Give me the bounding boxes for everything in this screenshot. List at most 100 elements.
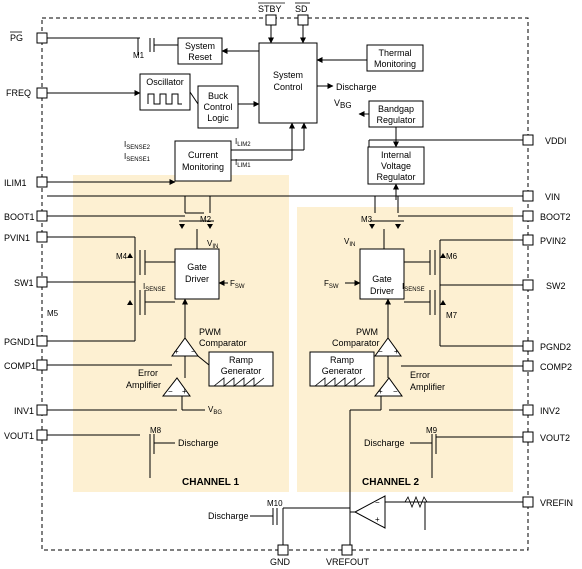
svg-text:Ramp: Ramp (229, 355, 253, 365)
svg-text:Current: Current (188, 150, 219, 160)
svg-text:−: − (375, 498, 380, 507)
svg-text:COMP1: COMP1 (4, 361, 36, 371)
svg-text:INV1: INV1 (14, 406, 34, 416)
svg-text:Logic: Logic (207, 113, 229, 123)
pin-inv1[interactable]: INV1 (14, 404, 48, 416)
svg-text:VOUT1: VOUT1 (4, 431, 34, 441)
svg-text:M3: M3 (361, 215, 373, 224)
m2-transistor: M2 (179, 196, 214, 249)
current-monitoring-block: Current Monitoring (174, 140, 232, 182)
pin-vout1[interactable]: VOUT1 (4, 429, 48, 441)
svg-text:Discharge: Discharge (364, 438, 405, 448)
svg-text:PVIN2: PVIN2 (540, 236, 566, 246)
pin-vrefout[interactable]: VREFOUT (326, 544, 370, 567)
pin-boot1[interactable]: BOOT1 (4, 210, 48, 222)
svg-text:M7: M7 (446, 311, 458, 320)
svg-text:M8: M8 (150, 426, 162, 435)
pin-vout2[interactable]: VOUT2 (522, 431, 570, 443)
m7-transistor: M7 (404, 290, 458, 320)
pin-pgnd1[interactable]: PGND1 (4, 335, 48, 347)
pin-pg[interactable]: PG (10, 31, 48, 44)
pin-inv2[interactable]: INV2 (522, 404, 560, 416)
right-pins: VDDI VIN BOOT2 PVIN2 SW2 PGND2 COMP2 IN (522, 134, 573, 508)
error-amplifier-2: + − Error Amplifier (373, 370, 445, 397)
m1-transistor: M1 (133, 38, 178, 60)
m3-transistor: M3 (361, 196, 404, 249)
channel2: Gate Driver M3 VIN M6 M7 ISENSE (309, 196, 458, 488)
svg-text:Discharge: Discharge (178, 438, 219, 448)
svg-text:Driver: Driver (370, 286, 394, 296)
svg-text:Internal: Internal (381, 150, 411, 160)
svg-text:Regulator: Regulator (376, 115, 415, 125)
ramp-generator-1: Ramp Generator (208, 351, 274, 387)
svg-text:CHANNEL 1: CHANNEL 1 (182, 477, 239, 488)
pin-comp1[interactable]: COMP1 (4, 359, 48, 371)
svg-text:+: + (182, 387, 187, 396)
svg-text:Monitoring: Monitoring (374, 59, 416, 69)
pin-sw1[interactable]: SW1 (14, 276, 48, 288)
svg-text:Control: Control (203, 102, 232, 112)
m6-transistor: M6 (404, 250, 458, 275)
svg-text:M1: M1 (133, 51, 145, 60)
pin-stby[interactable]: STBY (258, 2, 285, 26)
svg-text:+: + (174, 347, 179, 356)
svg-text:PG: PG (10, 33, 23, 43)
pin-boot2[interactable]: BOOT2 (522, 210, 571, 222)
svg-text:Comparator: Comparator (199, 338, 247, 348)
pin-vddi[interactable]: VDDI (522, 134, 567, 146)
pin-sw2[interactable]: SW2 (522, 279, 566, 291)
svg-text:VREFOUT: VREFOUT (326, 557, 370, 567)
svg-text:VBG: VBG (208, 405, 222, 416)
svg-text:−: − (168, 387, 173, 396)
svg-text:VDDI: VDDI (545, 136, 567, 146)
pin-freq[interactable]: FREQ (6, 87, 48, 99)
channel2-region (297, 207, 513, 492)
m5-transistor: M5 (47, 290, 175, 318)
oscillator-block: Oscillator (139, 73, 191, 111)
svg-text:Thermal: Thermal (378, 48, 411, 58)
svg-text:Control: Control (273, 82, 302, 92)
svg-text:FREQ: FREQ (6, 88, 31, 98)
svg-text:SW1: SW1 (14, 278, 34, 288)
svg-text:PGND1: PGND1 (4, 337, 35, 347)
svg-text:Bandgap: Bandgap (378, 104, 414, 114)
pin-ilim1[interactable]: ILIM1 (4, 176, 48, 188)
svg-text:VIN: VIN (545, 192, 560, 202)
bottom-section: M10 Discharge − + (208, 495, 523, 545)
pin-pgnd2[interactable]: PGND2 (522, 340, 571, 352)
svg-text:Ramp: Ramp (330, 355, 354, 365)
pin-gnd[interactable]: GND (270, 544, 291, 567)
svg-text:−: − (191, 347, 196, 356)
svg-text:Regulator: Regulator (376, 172, 415, 182)
svg-text:VREFIN: VREFIN (540, 498, 573, 508)
top-pins: STBY SD (258, 2, 310, 26)
svg-text:FSW: FSW (230, 279, 245, 290)
svg-text:M5: M5 (47, 309, 59, 318)
svg-text:Buck: Buck (208, 91, 229, 101)
pin-sd[interactable]: SD (295, 2, 310, 26)
pin-vin[interactable]: VIN (522, 190, 560, 202)
pin-vrefin[interactable]: VREFIN (522, 496, 573, 508)
svg-text:ILIM1: ILIM1 (4, 178, 27, 188)
svg-text:Amplifier: Amplifier (126, 380, 161, 390)
pin-pvin1[interactable]: PVIN1 (4, 231, 48, 243)
svg-text:System: System (273, 70, 303, 80)
svg-text:PWM: PWM (199, 327, 221, 337)
svg-text:COMP2: COMP2 (540, 362, 572, 372)
svg-text:M2: M2 (200, 215, 212, 224)
svg-text:Gate: Gate (187, 262, 207, 272)
svg-text:ILIM2: ILIM2 (235, 137, 251, 148)
svg-text:+: + (378, 387, 383, 396)
svg-text:M9: M9 (426, 426, 438, 435)
svg-text:Generator: Generator (322, 366, 363, 376)
svg-text:Amplifier: Amplifier (410, 382, 445, 392)
svg-text:Oscillator: Oscillator (146, 77, 184, 87)
pin-pvin2[interactable]: PVIN2 (522, 234, 566, 246)
svg-text:Comparator: Comparator (332, 338, 380, 348)
svg-text:Voltage: Voltage (381, 161, 411, 171)
svg-text:PWM: PWM (356, 327, 378, 337)
svg-text:VIN: VIN (207, 239, 218, 250)
svg-text:Monitoring: Monitoring (182, 162, 224, 172)
pin-comp2[interactable]: COMP2 (522, 360, 572, 372)
